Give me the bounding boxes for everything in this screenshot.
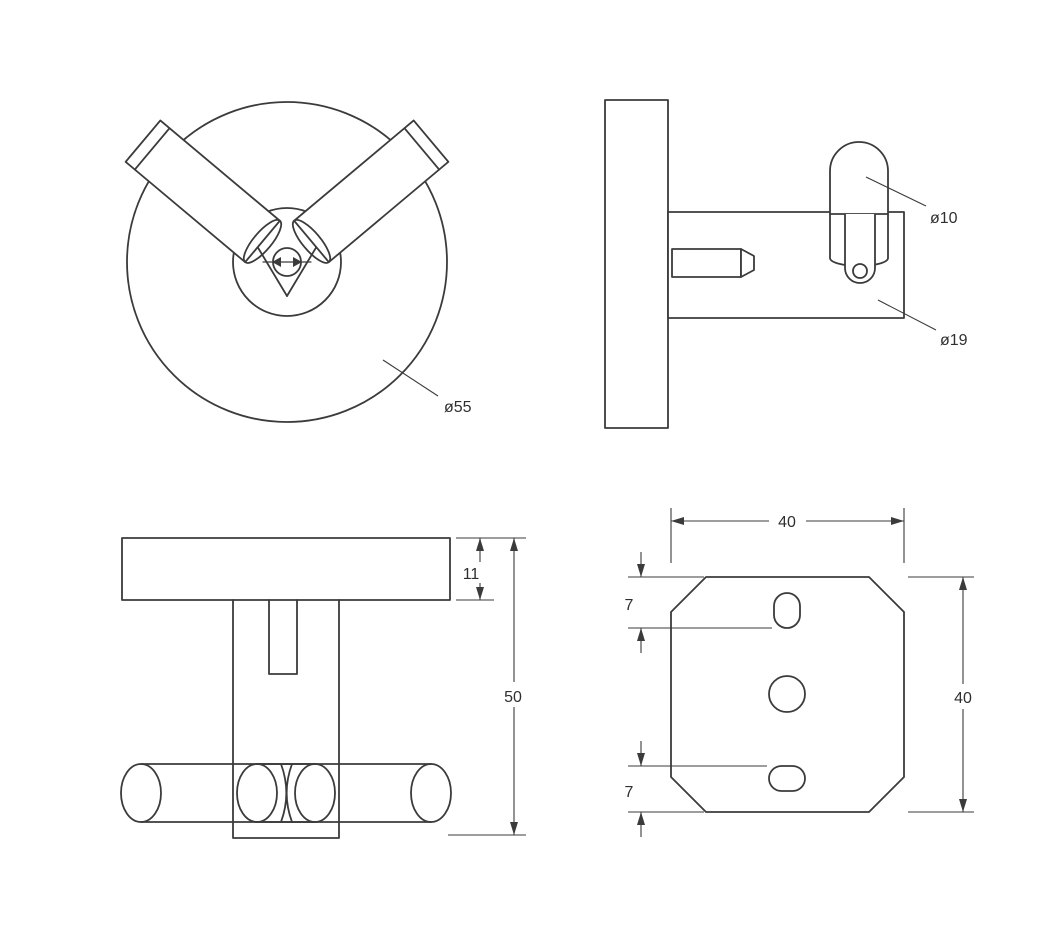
hook-right-endcap-line	[404, 128, 441, 171]
dim-text-mask	[497, 682, 531, 707]
front-body	[232, 599, 340, 839]
screw-slot-wing-right	[293, 257, 302, 267]
dim-label-11: 11	[463, 566, 480, 583]
top-view-boss-circle	[232, 207, 342, 317]
dim-label-d10: ø10	[930, 210, 958, 227]
hook-left-endcap-line	[133, 128, 170, 171]
hook-post-tip-circle	[852, 263, 868, 279]
dim-slot-offset-bottom: 7	[625, 741, 767, 837]
dim-plate-height: 40	[908, 576, 980, 813]
leader-line-d10	[865, 176, 927, 207]
hook-left-body	[124, 119, 281, 264]
front-hook-right-inner-ellipse	[236, 763, 278, 823]
front-hook-right	[236, 763, 452, 823]
mounting-plate-octagon	[670, 576, 905, 813]
front-top-plate	[121, 537, 451, 601]
hook-right-body	[293, 119, 450, 264]
front-stud	[268, 599, 298, 675]
front-hook-left-inner-ellipse	[294, 763, 336, 823]
hook-right-inner-ellipse	[291, 219, 332, 264]
slot-hole-bottom	[768, 765, 806, 792]
cylinder-intersection-curve-left	[280, 763, 288, 823]
slot-hole-top	[773, 592, 801, 629]
center-hole	[768, 675, 806, 713]
dim-label-50: 50	[504, 689, 522, 706]
hook-left-inner-ellipse	[242, 219, 283, 264]
front-hook-right-end-ellipse	[410, 763, 452, 823]
front-hook-left-end-ellipse	[120, 763, 162, 823]
dim-text-mask	[769, 507, 806, 533]
top-view: ø55	[124, 101, 472, 423]
center-screw	[262, 247, 312, 277]
cylinder-intersection-curve-right	[285, 763, 293, 823]
screw-shaft	[671, 248, 742, 278]
dim-plate-width: 40	[670, 507, 905, 563]
back-view: 40 40 7 7	[625, 507, 980, 837]
hook-post-inner-cylinder	[844, 214, 876, 284]
dim-label-d55: ø55	[444, 399, 472, 416]
front-view: 11 50	[120, 537, 531, 839]
dim-label-bottom-7: 7	[625, 784, 634, 801]
hook-right	[291, 119, 450, 264]
leader-line-d19	[877, 299, 937, 331]
dim-text-mask	[458, 562, 488, 583]
dim-text-mask	[946, 684, 980, 709]
front-hook-left	[120, 763, 336, 823]
screw-shaft-tip	[740, 248, 755, 278]
side-view: ø10 ø19	[604, 99, 968, 429]
screw-slot-wing-left	[272, 257, 281, 267]
dim-overall-height: 50	[448, 538, 531, 836]
top-view-outer-circle	[126, 101, 448, 423]
wall-plate	[604, 99, 669, 429]
dim-label-top-7: 7	[625, 597, 634, 614]
dim-plate-thickness: 11	[456, 537, 526, 601]
leader-line-d55	[382, 359, 439, 397]
dim-label-d19: ø19	[940, 332, 968, 349]
dim-label-height-40: 40	[954, 690, 972, 707]
hook-left	[124, 119, 283, 264]
dim-slot-offset-top: 7	[625, 552, 772, 653]
dim-label-width-40: 40	[778, 514, 796, 531]
